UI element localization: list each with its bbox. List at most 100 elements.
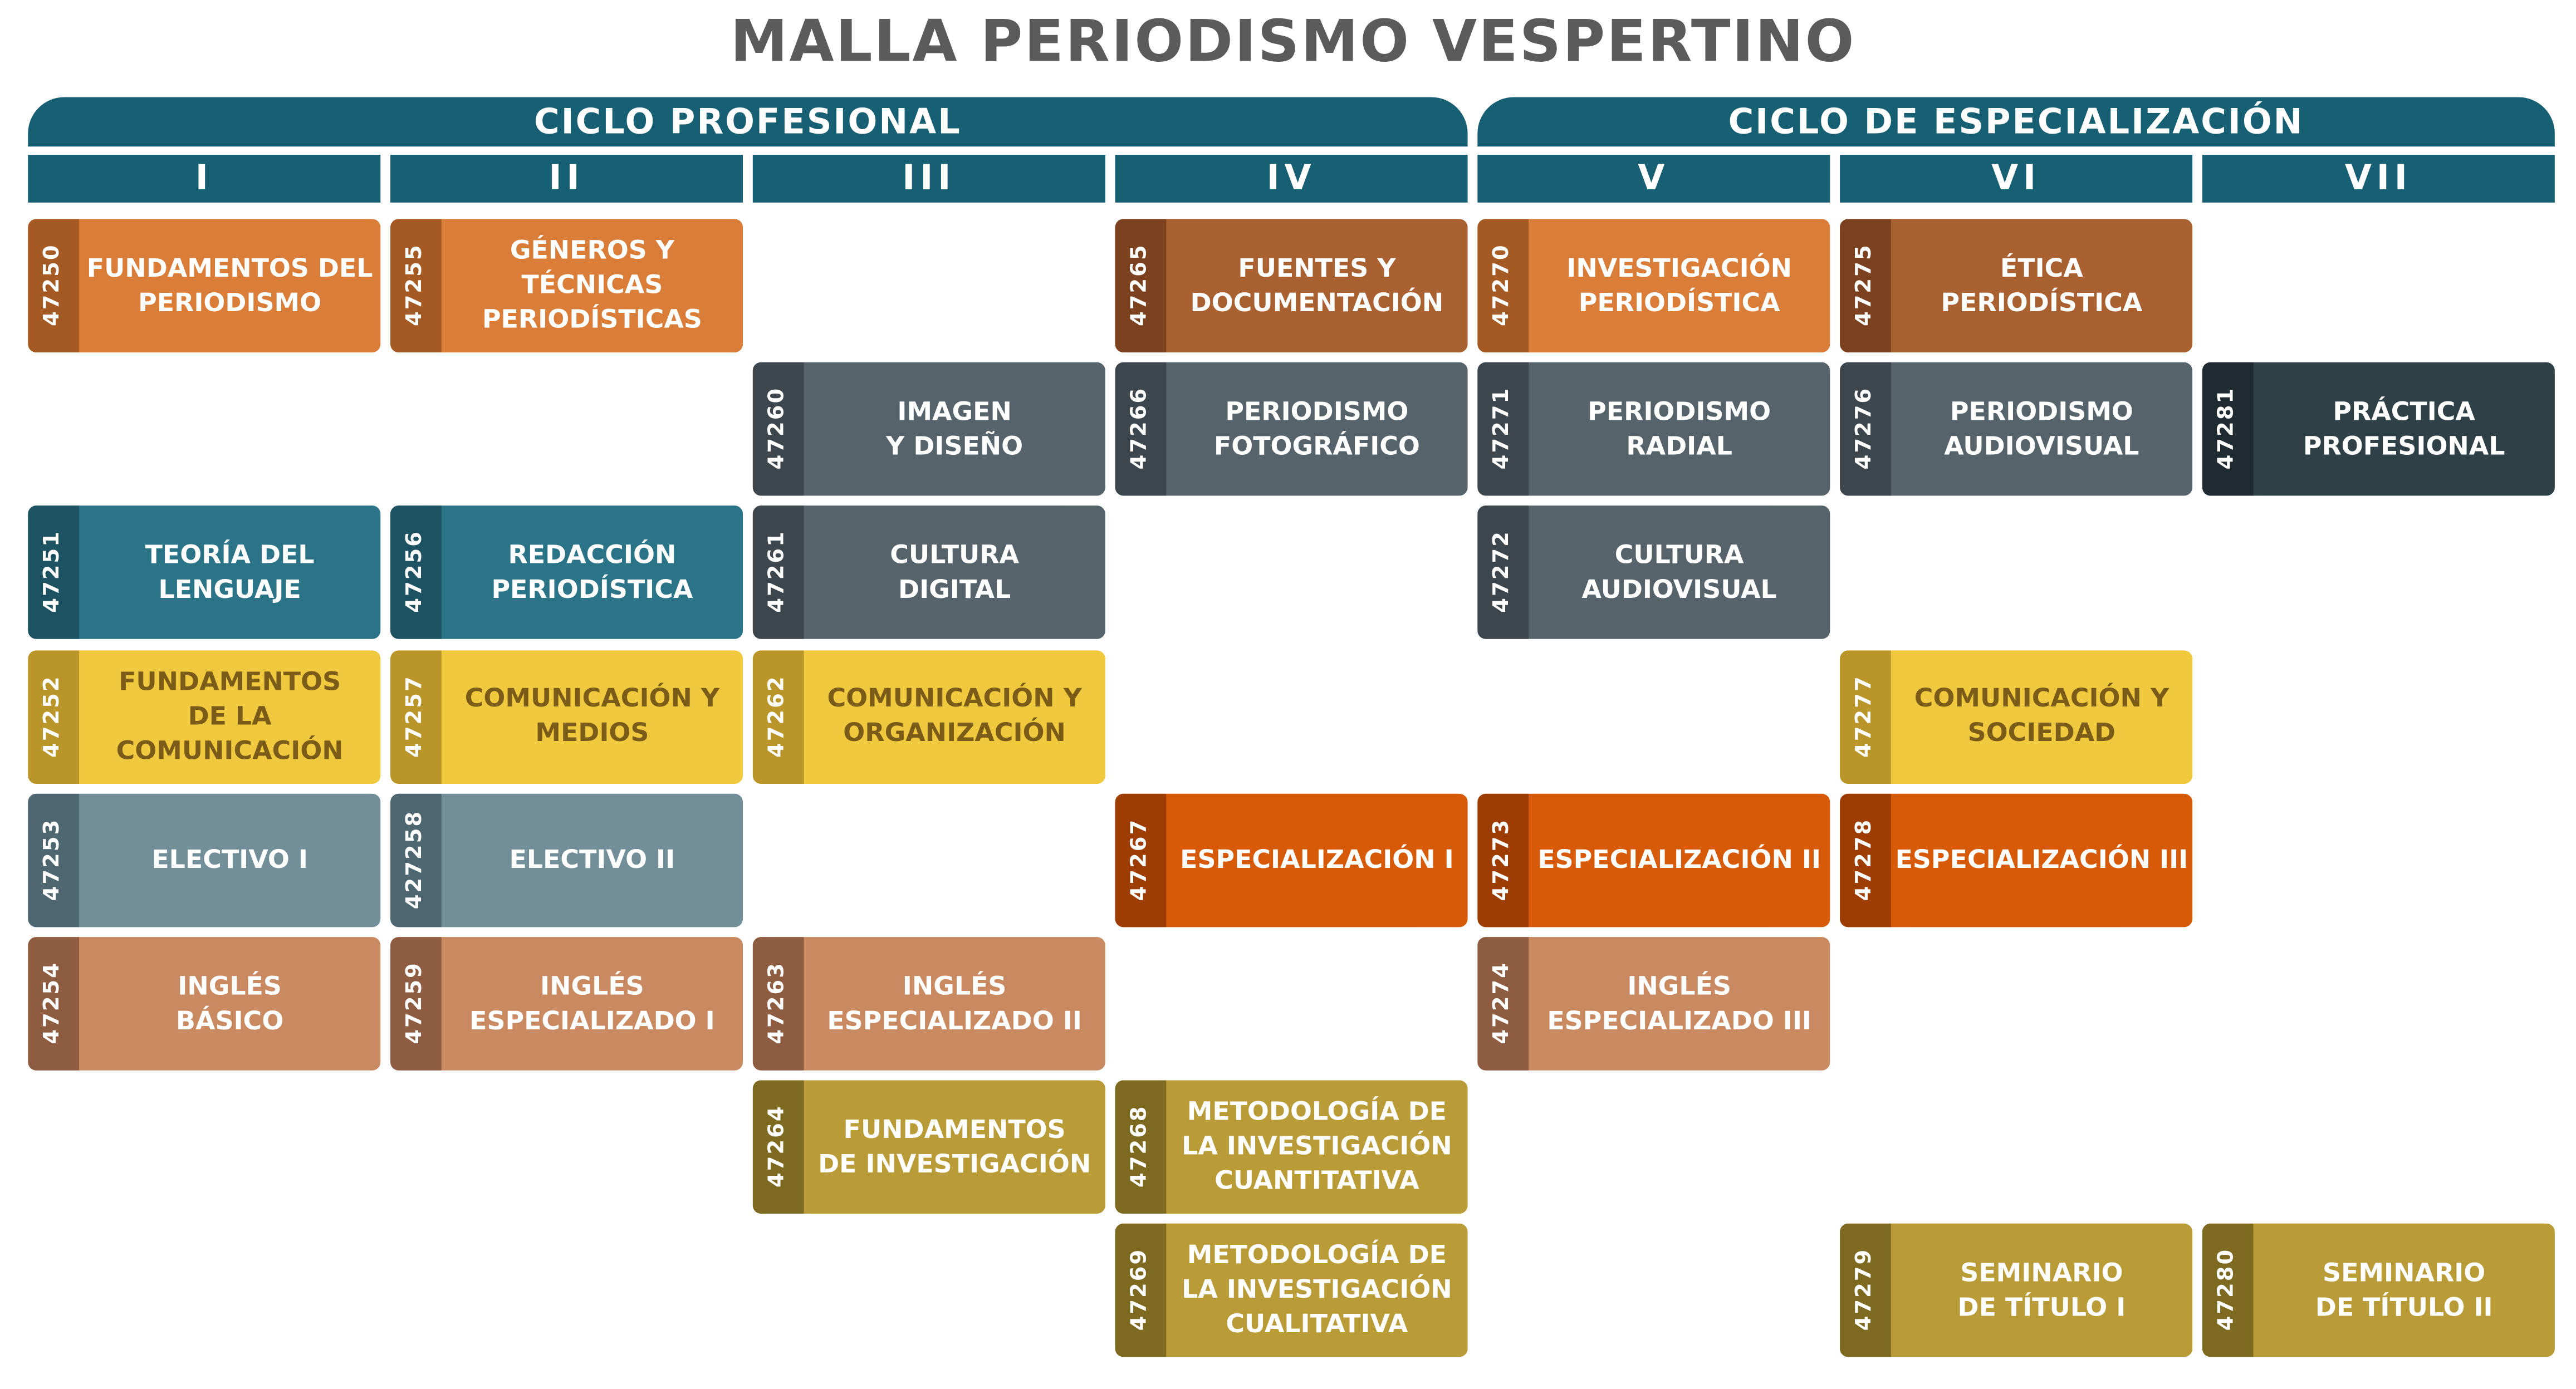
course-card: 47255 GÉNEROS Y TÉCNICAS PERIODÍSTICAS (390, 219, 743, 353)
course-code-strip: 47276 (1840, 362, 1891, 496)
course-code-strip: 47280 (2202, 1224, 2254, 1358)
course-code: 47279 (1852, 1248, 1877, 1332)
course-card: 47269 METODOLOGÍA DE LA INVESTIGACIÓN CUA… (1115, 1224, 1468, 1358)
course-code: 47251 (40, 531, 65, 613)
course-card: 47267 ESPECIALIZACIÓN I (1115, 793, 1468, 927)
course-name: COMUNICACIÓN Y ORGANIZACIÓN (827, 683, 1082, 748)
semester-header-5: V (1477, 155, 1830, 203)
course-name: ESPECIALIZACIÓN I (1180, 844, 1454, 875)
course-code-strip: 47277 (1840, 650, 1891, 783)
course-card: 47259 INGLÉS ESPECIALIZADO I (390, 937, 743, 1071)
course-name: ELECTIVO II (509, 844, 675, 875)
semester-header-1: I (28, 155, 381, 203)
course-name: PERIODISMO AUDIOVISUAL (1944, 396, 2139, 461)
course-code: 47274 (1490, 961, 1515, 1044)
course-code-strip: 47253 (28, 793, 79, 927)
course-code: 47277 (1852, 674, 1877, 757)
course-name: ELECTIVO I (151, 844, 308, 875)
course-code-strip: 47270 (1477, 219, 1529, 353)
semester-header-3: III (752, 155, 1105, 203)
course-code-strip: 47264 (752, 1081, 804, 1214)
course-code-strip: 47266 (1115, 362, 1167, 496)
course-name: PRÁCTICA PROFESIONAL (2303, 396, 2505, 461)
course-card: 47262 COMUNICACIÓN Y ORGANIZACIÓN (752, 650, 1105, 783)
course-code: 47259 (403, 961, 428, 1044)
course-code-strip: 47273 (1477, 793, 1529, 927)
course-card: 47260 IMAGEN Y DISEÑO (752, 362, 1105, 496)
course-card: 427258 ELECTIVO II (390, 793, 743, 927)
course-code-strip: 47259 (390, 937, 442, 1071)
semester-header-6: VI (1840, 155, 2193, 203)
course-code: 47272 (1490, 531, 1515, 613)
course-name: INGLÉS ESPECIALIZADO II (827, 970, 1082, 1035)
semester-header-2: II (390, 155, 743, 203)
course-code: 47264 (765, 1105, 790, 1188)
course-name: PERIODISMO RADIAL (1588, 396, 1771, 461)
course-code-strip: 47269 (1115, 1224, 1167, 1358)
course-code-strip: 47255 (390, 219, 442, 353)
course-card: 47272 CULTURA AUDIOVISUAL (1477, 506, 1830, 640)
course-card: 47271 PERIODISMO RADIAL (1477, 362, 1830, 496)
course-code-strip: 47268 (1115, 1081, 1167, 1214)
course-code: 47268 (1127, 1105, 1153, 1188)
course-name: CULTURA AUDIOVISUAL (1581, 539, 1777, 605)
course-code: 47256 (403, 531, 428, 613)
course-code-strip: 47278 (1840, 793, 1891, 927)
course-name: ÉTICA PERIODÍSTICA (1941, 253, 2143, 317)
semester-header-4: IV (1115, 155, 1468, 203)
course-card: 47270 INVESTIGACIÓN PERIODÍSTICA (1477, 219, 1830, 353)
course-name: FUNDAMENTOS DEL PERIODISMO (86, 253, 373, 317)
cycle-specialization-header: CICLO DE ESPECIALIZACIÓN (1477, 97, 2555, 147)
course-name: FUENTES Y DOCUMENTACIÓN (1190, 253, 1444, 317)
course-card: 47275 ÉTICA PERIODÍSTICA (1840, 219, 2193, 353)
course-card: 47252 FUNDAMENTOS DE LA COMUNICACIÓN (28, 650, 381, 783)
course-card: 47281 PRÁCTICA PROFESIONAL (2202, 362, 2555, 496)
course-code: 47262 (765, 674, 790, 757)
course-name: INVESTIGACIÓN PERIODÍSTICA (1566, 253, 1793, 317)
course-code-strip: 47275 (1840, 219, 1891, 353)
course-code-strip: 47260 (752, 362, 804, 496)
course-code-strip: 47271 (1477, 362, 1529, 496)
course-code-strip: 47267 (1115, 793, 1167, 927)
course-code-strip: 427258 (390, 793, 442, 927)
course-code-strip: 47256 (390, 506, 442, 640)
course-code-strip: 47281 (2202, 362, 2254, 496)
course-name: INGLÉS ESPECIALIZADO I (469, 970, 715, 1035)
course-code: 47252 (40, 674, 65, 757)
course-card: 47273 ESPECIALIZACIÓN II (1477, 793, 1830, 927)
course-name: ESPECIALIZACIÓN II (1537, 844, 1821, 875)
course-code: 47278 (1852, 818, 1877, 901)
cycle-professional-header: CICLO PROFESIONAL (28, 97, 1468, 147)
course-code: 47280 (2215, 1248, 2240, 1332)
course-code: 47273 (1490, 818, 1515, 901)
course-name: IMAGEN Y DISEÑO (886, 396, 1023, 461)
course-code: 47267 (1127, 818, 1153, 901)
course-code-strip: 47263 (752, 937, 804, 1071)
course-name: METODOLOGÍA DE LA INVESTIGACIÓN CUALITAT… (1182, 1240, 1452, 1340)
course-name: SEMINARIO DE TÍTULO II (2315, 1258, 2493, 1322)
course-code: 47260 (765, 387, 790, 470)
course-code-strip: 47279 (1840, 1224, 1891, 1358)
course-code: 47269 (1127, 1248, 1153, 1332)
course-card: 47264 FUNDAMENTOS DE INVESTIGACIÓN (752, 1081, 1105, 1214)
course-code: 47275 (1852, 243, 1877, 327)
course-name: GÉNEROS Y TÉCNICAS PERIODÍSTICAS (482, 235, 702, 335)
course-code: 47270 (1490, 243, 1515, 327)
page-title: MALLA PERIODISMO VESPERTINO (730, 9, 1856, 76)
course-code: 47281 (2215, 387, 2240, 470)
course-name: FUNDAMENTOS DE INVESTIGACIÓN (818, 1114, 1091, 1179)
course-name: CULTURA DIGITAL (890, 539, 1020, 605)
course-code-strip: 47262 (752, 650, 804, 783)
course-name: FUNDAMENTOS DE LA COMUNICACIÓN (116, 666, 344, 765)
course-code: 47257 (403, 674, 428, 757)
